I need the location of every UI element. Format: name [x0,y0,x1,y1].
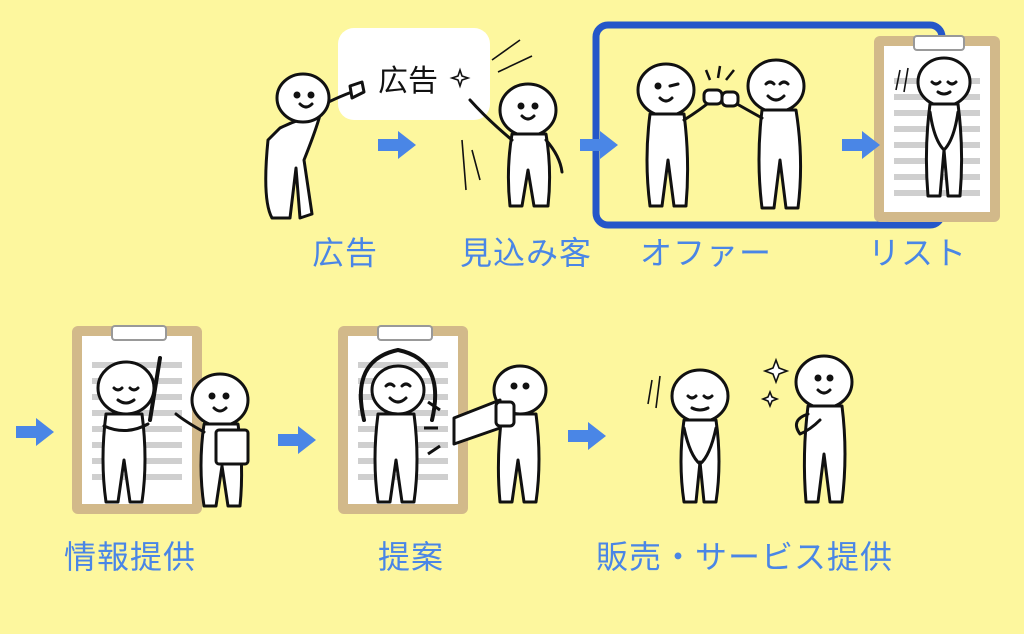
excitement-lines [461,39,533,191]
arrow-proposal-to-sale [568,422,606,450]
sparkle-icon [449,67,471,89]
step-label-ad: 広告 [312,234,379,272]
step-label-prospect: 見込み客 [460,234,593,272]
person-pointing-at-ad [264,72,366,220]
arrow-ad-to-prospect [378,131,416,159]
step-label-list: リスト [868,234,968,272]
sparkle-icon-sale [760,357,790,409]
person-offer-left [636,62,724,208]
person-bowing-sale [670,368,730,504]
ad-card [338,28,490,120]
bow-lines [895,67,909,93]
person-student [174,372,250,508]
ad-card-text: 広告 [378,64,438,99]
arrow-into-info [16,418,54,446]
arrow-info-to-proposal [278,426,316,454]
step-label-offer: オファー [640,234,773,272]
bow-lines-sale [647,375,661,409]
person-offer-right [720,58,806,210]
megaphone-lines [424,400,441,456]
person-megaphone [452,364,548,504]
person-prospect [468,82,564,208]
person-teacher [96,356,162,504]
impact-lines [704,65,735,81]
step-label-proposal: 提案 [378,538,445,576]
step-label-info: 情報提供 [64,538,197,576]
person-satisfied-customer [794,354,854,504]
step-label-sale: 販売・サービス提供 [596,538,894,576]
person-arms-circle [358,348,438,504]
person-bowing-list [916,56,972,198]
